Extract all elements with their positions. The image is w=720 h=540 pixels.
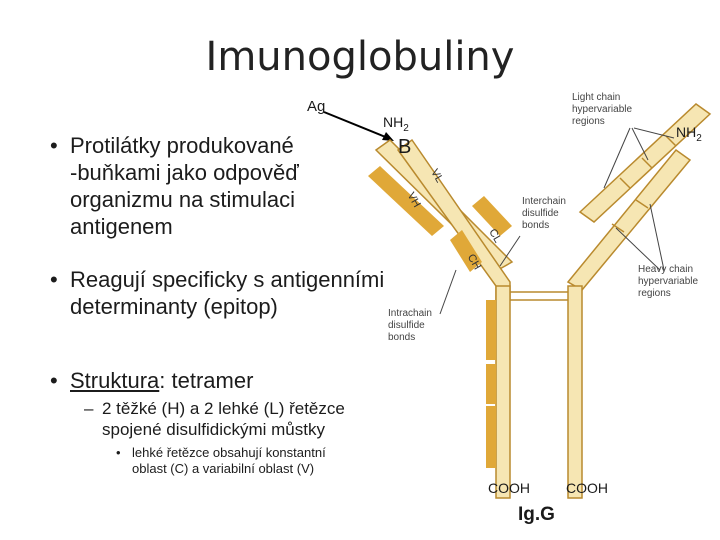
left-ch3b-domain <box>486 406 496 468</box>
bullet-2-line-1: Reagují specificky s antigenními <box>70 267 385 292</box>
bullet-1-line-2: -buňkami jako odpověď <box>70 160 299 185</box>
light-pointer-1 <box>603 127 631 189</box>
right-light-bar-2 <box>641 157 653 169</box>
subsub-bullet-line-1: lehké řetězce obsahují konstantní <box>132 445 326 460</box>
intrachain-label: Intrachain disulfide bonds <box>388 308 432 343</box>
right-light-chain <box>578 103 712 223</box>
sub-bullet: – 2 těžké (H) a 2 lehké (L) řetězce spoj… <box>84 398 422 440</box>
interchain-pointer <box>499 235 521 267</box>
bullet-1-line-4: antigenem <box>70 214 173 239</box>
bullet-dot: • <box>50 368 58 393</box>
sub-bullet-line-2: spojené disulfidickými můstky <box>102 420 325 439</box>
sub-bullet-dash: – <box>84 399 94 418</box>
igg-caption: Ig.G <box>518 504 555 525</box>
right-heavy-bar-1 <box>611 223 625 233</box>
cooh-right-label: COOH <box>566 480 608 496</box>
sub-bullet-line-1: 2 těžké (H) a 2 lehké (L) řetězce <box>102 399 345 418</box>
right-light-bar-1 <box>619 177 631 189</box>
intrachain-pointer <box>439 269 457 315</box>
left-heavy-chain-stem <box>495 285 511 499</box>
bullet-dot: • <box>50 133 58 158</box>
nh2-right-label: NH2 <box>676 124 702 144</box>
left-ch2-domain <box>486 300 496 360</box>
ag-arrow-line <box>323 111 389 139</box>
bullet-2: • Reagují specificky s antigenními deter… <box>50 266 430 320</box>
bullet-2-line-2: determinanty (epitop) <box>70 294 278 319</box>
ag-label: Ag <box>307 98 326 115</box>
left-cl-band <box>472 196 512 236</box>
light-pointer-2 <box>631 127 649 161</box>
slide-title: Imunoglobuliny <box>205 34 515 80</box>
left-ch-band <box>450 230 482 272</box>
nh2-left-label: NH2 <box>383 114 409 134</box>
right-heavy-chain-stem <box>567 285 583 499</box>
heavy-pointer-2 <box>649 203 665 271</box>
left-ch3a-domain <box>486 364 496 404</box>
heavy-chain-label: Heavy chain hypervariable regions <box>638 264 699 299</box>
light-pointer-3 <box>633 127 675 139</box>
bullet-1-line-3: organizmu na stimulaci <box>70 187 295 212</box>
subsub-bullet-line-2: oblast (C) a variabilní oblast (V) <box>132 461 315 476</box>
right-light-bar-3 <box>665 135 677 147</box>
bullet-1: • Protilátky produkované -buňkami jako o… <box>50 132 400 240</box>
cooh-left-label: COOH <box>488 480 530 496</box>
bullet-dot: • <box>50 267 58 292</box>
subsub-bullet-dot: • <box>116 445 121 460</box>
subsub-bullet: • lehké řetězce obsahují konstantní obla… <box>116 445 412 477</box>
structure-term: Struktura <box>70 368 160 393</box>
right-heavy-bar-2 <box>635 199 649 209</box>
structure-rest: : tetramer <box>159 368 254 393</box>
heavy-pointer-1 <box>615 227 661 271</box>
light-chain-label: Light chain hypervariable regions <box>572 92 633 127</box>
bullet-1-line-1: Protilátky produkované <box>70 133 294 158</box>
bullet-structure: • Struktura: tetramer <box>50 367 254 394</box>
left-vl-band <box>368 166 444 236</box>
ag-arrow-head <box>382 132 394 141</box>
interchain-label: Interchain disulfide bonds <box>522 196 566 231</box>
b-label: B <box>398 136 412 158</box>
